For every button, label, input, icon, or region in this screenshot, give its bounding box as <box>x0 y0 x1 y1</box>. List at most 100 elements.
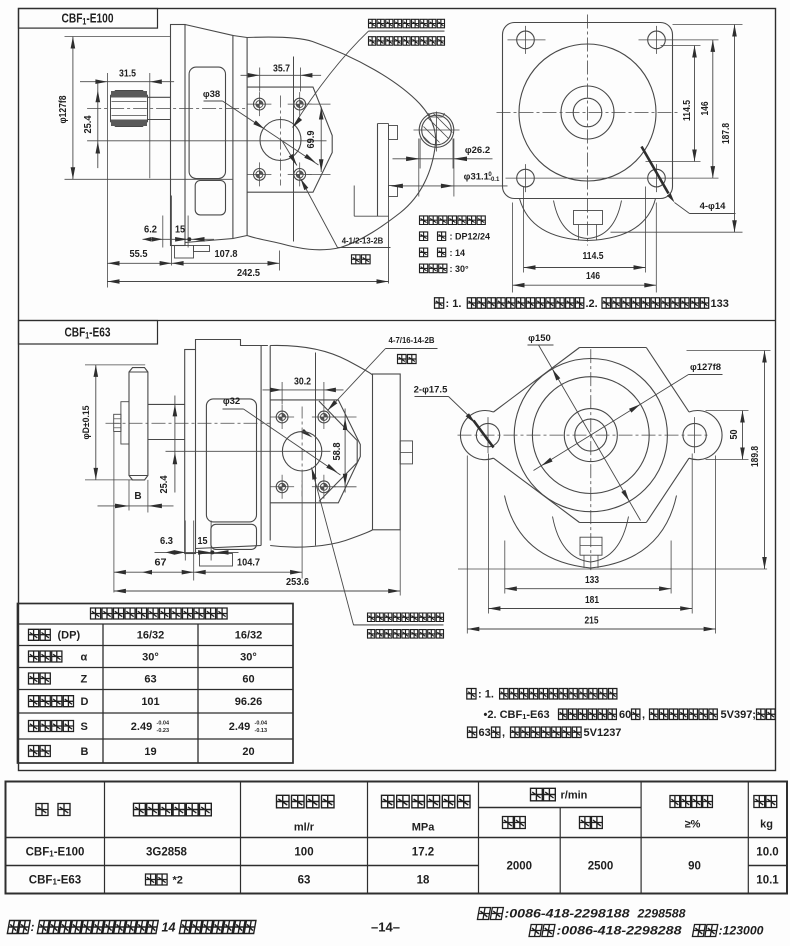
svg-text:φ26.2: φ26.2 <box>465 145 490 156</box>
svg-text:58.8: 58.8 <box>332 442 343 460</box>
svg-text:14: 14 <box>162 920 176 934</box>
svg-text:CBF1-E63: CBF1-E63 <box>65 325 111 341</box>
svg-text:.2.: .2. <box>586 298 598 310</box>
svg-text:133: 133 <box>711 298 729 310</box>
svg-text:*2: *2 <box>173 874 183 886</box>
svg-text::: : <box>31 920 35 934</box>
svg-text:φ31.1-0.10: φ31.1-0.10 <box>464 172 500 183</box>
svg-text:B: B <box>134 491 141 502</box>
svg-text:10.1: 10.1 <box>756 875 779 887</box>
svg-text:104.7: 104.7 <box>237 556 260 568</box>
svg-text:6.3: 6.3 <box>160 536 173 547</box>
svg-text:4-φ14: 4-φ14 <box>700 201 727 212</box>
svg-text:6.2: 6.2 <box>144 225 157 236</box>
svg-text:55.5: 55.5 <box>130 248 148 260</box>
svg-text:18: 18 <box>417 875 430 887</box>
svg-text:φ127f8: φ127f8 <box>690 362 721 373</box>
svg-text:φ150: φ150 <box>528 333 551 344</box>
svg-text:r/min: r/min <box>561 789 588 801</box>
svg-text::123000: :123000 <box>719 926 765 938</box>
svg-text:25.4: 25.4 <box>83 115 94 133</box>
svg-text:2298588: 2298588 <box>636 909 686 921</box>
svg-text:15: 15 <box>175 225 185 236</box>
svg-text:30.2: 30.2 <box>294 375 311 387</box>
svg-text::0086-418-2298288: :0086-418-2298288 <box>557 926 683 938</box>
svg-text:114.5: 114.5 <box>682 100 693 121</box>
svg-text:φ127f8: φ127f8 <box>58 95 69 123</box>
svg-text:146: 146 <box>700 101 711 115</box>
svg-text:: 1.: : 1. <box>446 298 462 310</box>
svg-text:67: 67 <box>155 556 167 568</box>
svg-text:146: 146 <box>586 271 600 282</box>
svg-text:100: 100 <box>294 847 313 859</box>
svg-text:-0.04: -0.04 <box>157 720 170 726</box>
svg-text:16/32: 16/32 <box>235 630 263 642</box>
svg-text:90: 90 <box>688 861 701 873</box>
svg-text:CBF1-E63: CBF1-E63 <box>29 875 81 887</box>
svg-text:2.49: 2.49 <box>229 721 250 733</box>
svg-text:15: 15 <box>198 536 208 547</box>
svg-text:Z: Z <box>81 673 88 685</box>
svg-text:253.6: 253.6 <box>286 576 309 588</box>
svg-text:(DP): (DP) <box>58 630 81 642</box>
svg-text:16/32: 16/32 <box>137 630 165 642</box>
svg-text::0086-418-2298188: :0086-418-2298188 <box>505 909 631 921</box>
svg-text:D: D <box>81 696 89 708</box>
svg-text:: 14: : 14 <box>450 248 466 258</box>
svg-text:: 30°: : 30° <box>450 264 470 274</box>
svg-text:69.9: 69.9 <box>306 130 317 148</box>
svg-text:4-7/16-14-2B: 4-7/16-14-2B <box>389 336 435 345</box>
svg-text:CBF1-E100: CBF1-E100 <box>26 847 85 859</box>
svg-text:2-φ17.5: 2-φ17.5 <box>414 385 448 396</box>
svg-text:187.8: 187.8 <box>721 123 732 144</box>
svg-text:31.5: 31.5 <box>119 67 136 79</box>
svg-text:ml/r: ml/r <box>294 821 315 833</box>
svg-text:63: 63 <box>479 727 491 739</box>
svg-text:4-1/2-13-2B: 4-1/2-13-2B <box>342 237 384 246</box>
svg-text:35.7: 35.7 <box>273 62 290 74</box>
svg-text:3G2858: 3G2858 <box>146 847 188 859</box>
svg-text:φ32: φ32 <box>223 396 240 407</box>
svg-text:φD±0.15: φD±0.15 <box>81 405 92 440</box>
svg-text:242.5: 242.5 <box>237 267 260 279</box>
svg-text:101: 101 <box>141 696 159 708</box>
svg-text:5V1237: 5V1237 <box>584 727 622 739</box>
svg-text:25.4: 25.4 <box>159 475 170 493</box>
svg-text:: 1.: : 1. <box>478 689 494 701</box>
svg-text:60: 60 <box>619 709 631 721</box>
svg-text:2.49: 2.49 <box>131 721 152 733</box>
svg-text:215: 215 <box>585 616 599 627</box>
svg-text:B: B <box>81 746 89 758</box>
svg-text:–14–: –14– <box>371 919 400 934</box>
svg-text:60: 60 <box>242 673 254 685</box>
svg-text:•2. CBF1-E63: •2. CBF1-E63 <box>484 709 550 721</box>
svg-text:5V397;: 5V397; <box>721 709 756 721</box>
svg-text:kg: kg <box>760 818 773 830</box>
svg-text:,: , <box>642 709 645 721</box>
svg-text:φ38: φ38 <box>203 89 220 100</box>
svg-text:17.2: 17.2 <box>412 847 434 859</box>
svg-text:189.8: 189.8 <box>750 446 761 467</box>
svg-text:50: 50 <box>729 429 740 439</box>
svg-text:20: 20 <box>242 746 254 758</box>
svg-text:α: α <box>81 651 88 663</box>
svg-text:,: , <box>502 727 505 739</box>
svg-text:MPa: MPa <box>412 821 436 833</box>
svg-text:10.0: 10.0 <box>756 847 778 859</box>
svg-text:181: 181 <box>585 595 599 606</box>
svg-text:2500: 2500 <box>588 861 614 873</box>
svg-text:107.8: 107.8 <box>215 248 238 260</box>
svg-text:30°: 30° <box>240 651 257 663</box>
svg-text:96.26: 96.26 <box>235 696 263 708</box>
svg-text:2000: 2000 <box>507 861 533 873</box>
svg-text:63: 63 <box>298 875 311 887</box>
svg-text:30°: 30° <box>142 651 159 663</box>
svg-text:: DP12/24: : DP12/24 <box>450 232 491 242</box>
svg-text:-0.23: -0.23 <box>157 728 170 734</box>
svg-text:114.5: 114.5 <box>583 251 604 262</box>
svg-text:-0.13: -0.13 <box>255 728 268 734</box>
svg-text:≥%: ≥% <box>685 818 701 830</box>
svg-text:S: S <box>81 721 88 733</box>
svg-text:63: 63 <box>144 673 156 685</box>
svg-text:19: 19 <box>144 746 156 758</box>
